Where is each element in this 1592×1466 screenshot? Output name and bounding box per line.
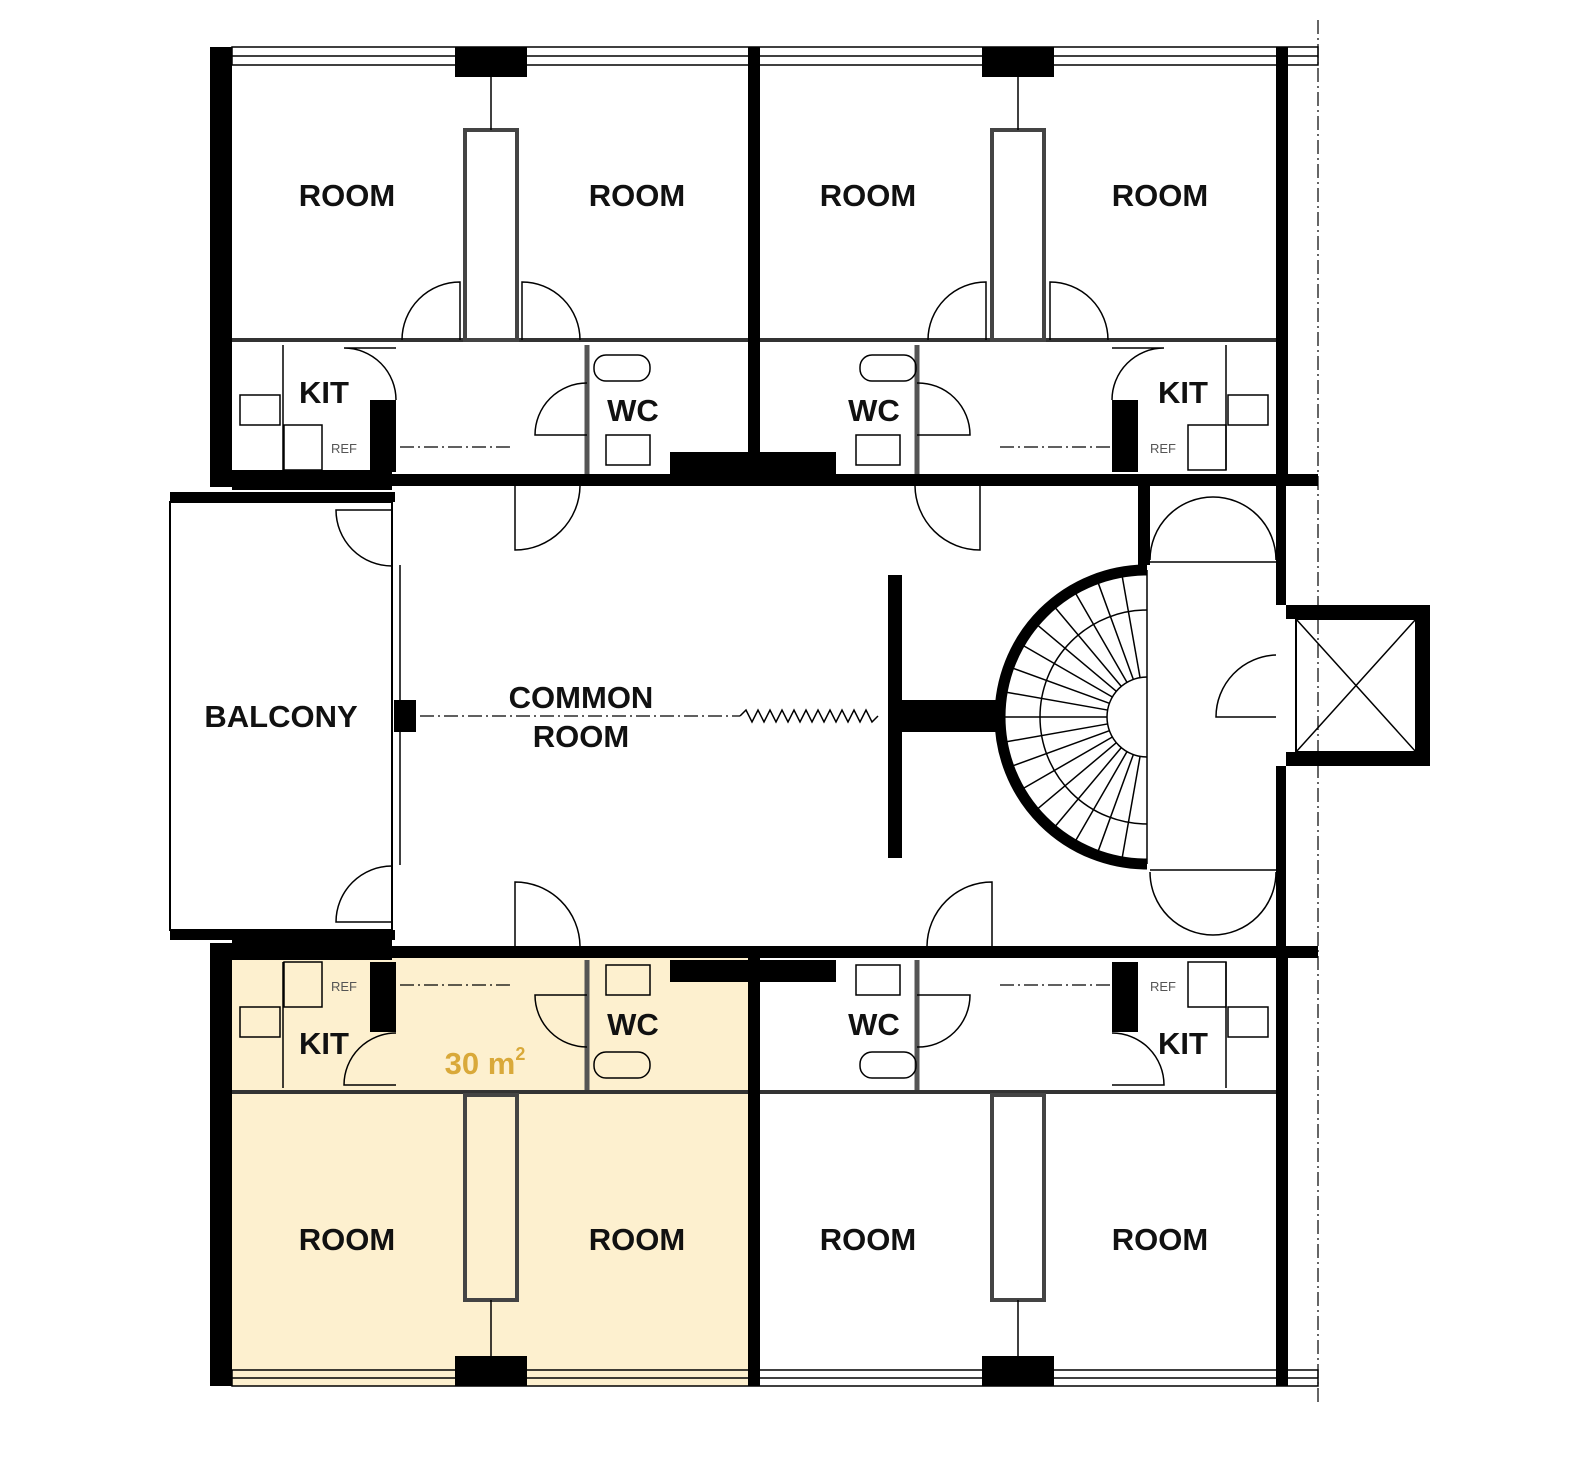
stair-tread — [1075, 751, 1128, 841]
stair-tread — [1075, 593, 1128, 683]
elevator — [1295, 618, 1417, 753]
room-labels: ROOM ROOM ROOM ROOM ROOM ROOM ROOM ROOM … — [204, 178, 1208, 1257]
stair-tread — [1013, 667, 1110, 705]
stair-tread — [1097, 754, 1135, 851]
stair-tread — [1121, 577, 1141, 678]
kitchen-label: KIT — [299, 375, 349, 410]
kitchen-label: KIT — [299, 1026, 349, 1061]
partitions — [232, 77, 1276, 1356]
room-label: ROOM — [299, 178, 395, 213]
stair-tread — [1037, 625, 1117, 692]
kitchen-label: KIT — [1158, 1026, 1208, 1061]
ref-label: REF — [1150, 441, 1176, 456]
ref-label: REF — [331, 979, 357, 994]
room-label: ROOM — [589, 1222, 685, 1257]
ref-label: REF — [1150, 979, 1176, 994]
stair-tread — [1055, 747, 1122, 827]
room-label: ROOM — [1112, 1222, 1208, 1257]
spiral-stair — [994, 564, 1148, 870]
room-label: ROOM — [820, 1222, 916, 1257]
wc-label: WC — [848, 1007, 900, 1042]
stair-tread — [1097, 583, 1135, 680]
common-room-label: ROOM — [533, 719, 629, 754]
stair-tread — [1121, 756, 1141, 857]
stair-tread — [1007, 723, 1108, 743]
kitchen-label: KIT — [1158, 375, 1208, 410]
stair-tread — [1013, 729, 1110, 767]
fixtures — [239, 345, 1269, 1088]
stair-tread — [1055, 607, 1122, 687]
room-label: ROOM — [1112, 178, 1208, 213]
wc-label: WC — [607, 393, 659, 428]
stair-tread — [1023, 736, 1113, 789]
walls — [170, 47, 1430, 1386]
stair-tread — [1023, 645, 1113, 698]
balcony — [169, 501, 393, 931]
room-label: ROOM — [820, 178, 916, 213]
doors[interactable] — [335, 281, 1277, 1086]
stair-tread — [1037, 742, 1117, 809]
balcony-label: BALCONY — [204, 699, 358, 734]
room-label: ROOM — [589, 178, 685, 213]
room-label: ROOM — [299, 1222, 395, 1257]
wc-label: WC — [607, 1007, 659, 1042]
wc-label: WC — [848, 393, 900, 428]
stair-tread — [1007, 691, 1108, 711]
common-room-label: COMMON — [509, 680, 654, 715]
ref-label: REF — [331, 441, 357, 456]
unit-area-label: 30 m2 — [445, 1044, 526, 1081]
